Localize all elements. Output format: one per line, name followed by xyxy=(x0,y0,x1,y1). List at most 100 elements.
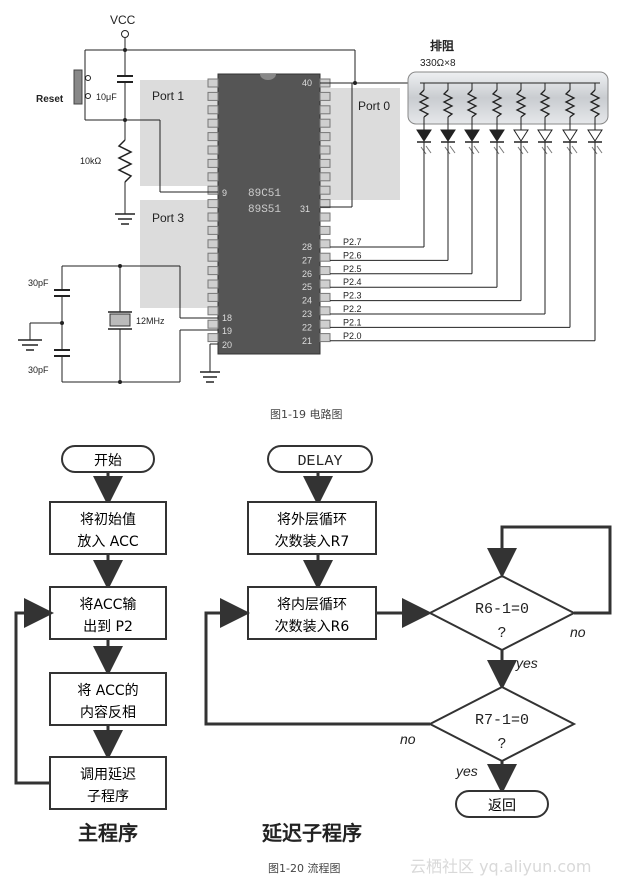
main-step1-line1: 将初始值 xyxy=(80,511,136,528)
pin-number: 22 xyxy=(302,322,312,332)
port1-label: Port 1 xyxy=(152,89,184,103)
pin-name: P2.6 xyxy=(343,250,362,260)
led-icon xyxy=(562,129,578,142)
main-step3-line2: 内容反相 xyxy=(80,704,136,721)
chip-pin xyxy=(319,306,331,316)
pin-number: 26 xyxy=(302,269,312,279)
chip-pin xyxy=(207,225,219,235)
cap-30pf-bottom-label: 30pF xyxy=(28,365,49,375)
delay-decision1-line1: R6-1=0 xyxy=(475,601,529,618)
led-icon xyxy=(416,129,432,142)
reset-label: Reset xyxy=(36,94,64,105)
pin-name: P2.1 xyxy=(343,317,362,327)
chip-pin xyxy=(319,252,331,262)
delay-no1-label: no xyxy=(570,624,586,640)
main-step3-line1: 将 ACC的 xyxy=(77,683,138,699)
led-icon xyxy=(537,129,553,142)
chip-pin xyxy=(319,266,331,276)
chip-pin xyxy=(207,239,219,249)
flowchart-caption: 图1-20 流程图 xyxy=(268,861,340,875)
ground-icon xyxy=(200,371,220,383)
pin-number: 21 xyxy=(302,336,312,346)
resistor xyxy=(515,89,527,118)
reset-button xyxy=(73,69,83,105)
chip-pin xyxy=(319,132,331,142)
resistor-array xyxy=(407,71,609,125)
chip-pin xyxy=(319,199,331,209)
chip-pin xyxy=(207,78,219,88)
main-step4-line2: 子程序 xyxy=(87,789,129,805)
circuit-diagram: Port 1 Port 0 Port 3 89C51 89S51 40 9 31… xyxy=(18,13,609,421)
pin-31-label: 31 xyxy=(300,204,310,214)
chip-pin xyxy=(319,333,331,343)
delay-start-label: DELAY xyxy=(297,453,342,470)
chip-pin xyxy=(207,185,219,195)
main-step2-line1: 将ACC输 xyxy=(80,597,137,613)
pin-name: P2.0 xyxy=(343,331,362,341)
delay-start-node xyxy=(267,445,373,473)
chip-pin xyxy=(207,118,219,128)
delay-step1 xyxy=(247,501,377,555)
watermark: 云栖社区 yq.aliyun.com xyxy=(410,857,592,876)
resistor xyxy=(589,89,601,118)
main-flowchart: 开始 将初始值 放入 ACC 将ACC输 出到 P2 将 ACC的 内容反相 调… xyxy=(14,445,167,845)
circuit-caption: 图1-19 电路图 xyxy=(270,408,342,421)
vcc-label: VCC xyxy=(110,13,136,27)
pin-19-label: 19 xyxy=(222,326,232,336)
main-step3 xyxy=(49,672,167,726)
delay-no1-loop xyxy=(487,525,612,615)
chip-pin xyxy=(319,91,331,101)
pin-number: 28 xyxy=(302,242,312,252)
ground-icon xyxy=(18,339,42,351)
led-icon xyxy=(464,129,480,142)
chip-pin xyxy=(207,158,219,168)
delay-no2-loop xyxy=(204,598,430,726)
cap-30pf-top-label: 30pF xyxy=(28,278,49,288)
main-start-label: 开始 xyxy=(94,453,122,469)
chip-pin xyxy=(207,279,219,289)
chip-pin xyxy=(207,105,219,115)
pin-number: 24 xyxy=(302,296,312,306)
port1-panel xyxy=(140,80,220,186)
delay-decision1-line2: ? xyxy=(497,625,506,642)
res-10k-label: 10kΩ xyxy=(80,156,102,166)
pin-18-label: 18 xyxy=(222,313,232,323)
delay-decision2-line1: R7-1=0 xyxy=(475,712,529,729)
resistor xyxy=(418,89,430,118)
chip-pin xyxy=(319,319,331,329)
main-flow-title: 主程序 xyxy=(78,821,138,845)
main-step1-line2: 放入 ACC xyxy=(77,534,139,550)
chip-name-2: 89S51 xyxy=(248,204,281,216)
crystal-label: 12MHz xyxy=(136,316,165,326)
delay-end-node xyxy=(455,790,549,818)
delay-yes2-label: yes xyxy=(455,763,478,779)
delay-end-label: 返回 xyxy=(488,798,516,814)
pin-number: 25 xyxy=(302,282,312,292)
chip-pins-left xyxy=(207,78,219,343)
resistor-array-value: 330Ω×8 xyxy=(420,58,456,69)
chip-pin xyxy=(207,132,219,142)
port0-panel xyxy=(318,88,400,200)
cap-10uf-label: 10μF xyxy=(96,92,117,102)
resistor-array-elements xyxy=(418,83,601,130)
delay-step1-line1: 将外层循环 xyxy=(277,512,347,528)
delay-step2-line2: 次数装入R6 xyxy=(275,619,350,635)
resistor xyxy=(539,89,551,118)
pin-number: 23 xyxy=(302,309,312,319)
pin-name: P2.2 xyxy=(343,304,362,314)
led-icon xyxy=(513,129,529,142)
pin-name: P2.3 xyxy=(343,291,362,301)
chip-pin xyxy=(319,239,331,249)
chip-pin xyxy=(319,279,331,289)
main-step1 xyxy=(49,501,167,555)
chip-pin xyxy=(319,225,331,235)
chip-pin xyxy=(207,172,219,182)
pin-40-label: 40 xyxy=(302,78,312,88)
chip-pin xyxy=(319,185,331,195)
pin-name: P2.7 xyxy=(343,237,362,247)
main-loop-arrow xyxy=(14,598,54,785)
delay-flow-title: 延迟子程序 xyxy=(261,821,362,845)
delay-no2-label: no xyxy=(400,731,416,747)
